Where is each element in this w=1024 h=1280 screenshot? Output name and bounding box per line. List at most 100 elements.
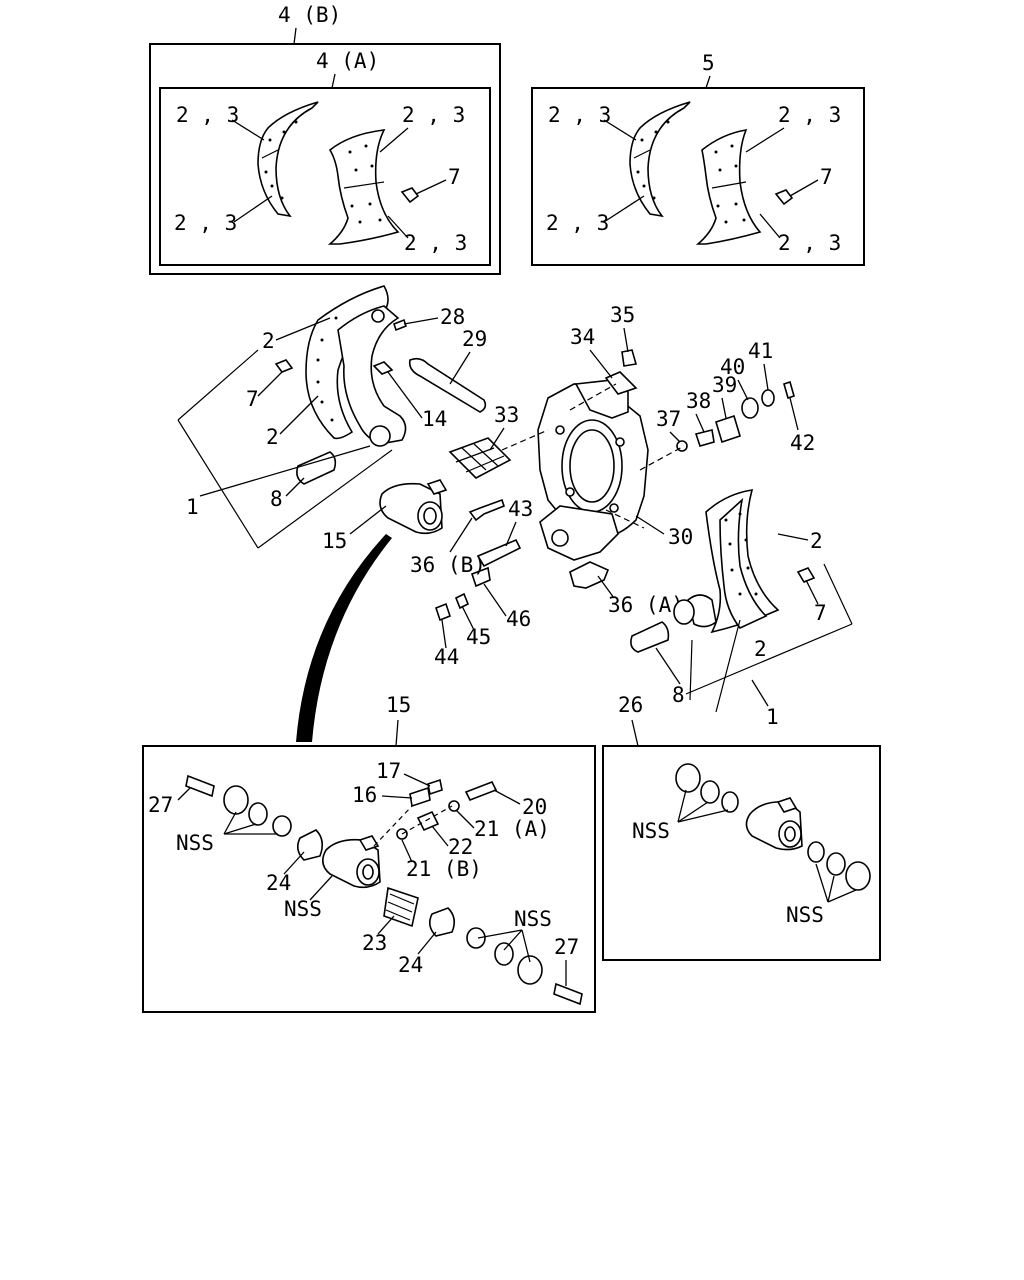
callout-right-2a: 2: [810, 529, 823, 553]
d-callout-23: 23: [362, 931, 387, 955]
piston-24-right: [428, 907, 456, 937]
brake-lining-left: [257, 101, 319, 218]
det26-cup-left: [700, 780, 720, 804]
cylinder-body: [322, 835, 381, 889]
right-brake-shoe: [673, 489, 780, 634]
anchor-pin-29: [408, 357, 487, 413]
bushing-8-icon: [296, 451, 337, 485]
kit-5-frame: [531, 87, 865, 266]
brake-lining-right: [327, 129, 400, 245]
callout-15: 15: [322, 529, 347, 553]
det26-cylinder: [745, 797, 803, 851]
pin-27-top: [185, 774, 215, 798]
bolt-36a: [569, 561, 610, 589]
seal-right-icon: [466, 927, 486, 949]
det26-boot-left: [675, 763, 701, 793]
plate-33: [448, 437, 512, 479]
callout-1: 1: [186, 495, 199, 519]
pin-42: [783, 380, 795, 400]
right-bushing-8: [630, 621, 670, 653]
cup-right-icon: [494, 942, 514, 966]
left-brake-shoe: [305, 285, 407, 447]
callout-34: 34: [570, 325, 595, 349]
kit5-lining-left: [629, 101, 691, 218]
bracket-46: [470, 566, 491, 588]
d-callout-27a: 27: [148, 793, 173, 817]
kit-4a-frame: [159, 87, 491, 266]
bolt-44: [435, 602, 451, 622]
det26-seal-right: [807, 841, 825, 863]
k5-callout-tr: 2 , 3: [778, 103, 841, 127]
callout-33: 33: [494, 403, 519, 427]
backing-plate-30: [537, 379, 649, 561]
callout-42: 42: [790, 431, 815, 455]
pin-27-bottom: [553, 982, 583, 1006]
k5-callout-7: 7: [820, 165, 833, 189]
cap-17: [427, 778, 443, 796]
detail-15-frame: [142, 745, 596, 1013]
callout-45: 45: [466, 625, 491, 649]
kit-4b-label: 4 (B): [278, 3, 341, 27]
callout-40: 40: [720, 355, 745, 379]
k4-callout-br: 2 , 3: [404, 231, 467, 255]
callout-36b: 36 (B): [410, 553, 486, 577]
k4-callout-tl: 2 , 3: [176, 103, 239, 127]
kit-4a-label: 4 (A): [316, 49, 379, 73]
d-callout-22: 22: [448, 835, 473, 859]
callout-2a: 2: [262, 329, 275, 353]
rivet-icon: [400, 187, 420, 204]
washer-21a: [448, 800, 460, 812]
detail-26-group: 26 NSS NSS: [602, 693, 881, 961]
bracket-34: [604, 371, 638, 395]
d-callout-24a: 24: [266, 871, 291, 895]
kit-4b-group: 4 (B) 4 (A) 2 , 3 2 , 3 2 , 3 2 , 3 7: [149, 3, 501, 275]
d-callout-24b: 24: [398, 953, 423, 977]
callout-14: 14: [422, 407, 447, 431]
callout-35: 35: [610, 303, 635, 327]
callout-29: 29: [462, 327, 487, 351]
det26-seal-left: [721, 791, 739, 813]
bolt-36b: [468, 498, 505, 522]
callout-39: 39: [712, 373, 737, 397]
callout-28: 28: [440, 305, 465, 329]
rivet-7-icon: [274, 359, 294, 373]
sleeve-39: [715, 414, 741, 444]
boot-right-icon: [517, 955, 543, 985]
d-callout-21a: 21 (A): [474, 817, 550, 841]
callout-36a: 36 (A): [608, 593, 684, 617]
kit-4b-frame: [149, 43, 501, 275]
e-callout-nss-b: NSS: [786, 903, 824, 927]
connector-22: [416, 810, 440, 832]
d-callout-16: 16: [352, 783, 377, 807]
detail-connector: [296, 534, 392, 742]
d-callout-27b: 27: [554, 935, 579, 959]
d-callout-nss-b: NSS: [284, 897, 322, 921]
d-callout-nss-a: NSS: [176, 831, 214, 855]
callout-37: 37: [656, 407, 681, 431]
callout-7: 7: [246, 387, 259, 411]
callout-46: 46: [506, 607, 531, 631]
bolt-35: [621, 349, 638, 367]
washer-45: [454, 592, 470, 610]
bolt-20: [464, 780, 498, 802]
callout-8: 8: [270, 487, 283, 511]
callout-right-1: 1: [766, 705, 779, 729]
callout-38: 38: [686, 389, 711, 413]
d-callout-nss-c: NSS: [514, 907, 552, 931]
d-callout-17: 17: [376, 759, 401, 783]
pin-14-icon: [372, 361, 394, 375]
k5-callout-bl: 2 , 3: [546, 211, 609, 235]
callout-41: 41: [748, 339, 773, 363]
det26-boot-right: [845, 861, 871, 891]
kit5-lining-right: [695, 128, 762, 245]
boot-icon: [223, 785, 249, 815]
callout-right-7: 7: [814, 601, 827, 625]
detail-15-group: 15 27 NSS 17 16: [142, 693, 596, 1013]
pin-28-icon: [393, 318, 407, 332]
callout-2b: 2: [266, 425, 279, 449]
nut-41: [761, 389, 775, 407]
wheel-cylinder-15: [379, 479, 448, 535]
d-callout-21b: 21 (B): [406, 857, 482, 881]
kit-5-group: 5 2 , 3 2 , 3 2 , 3 2 , 3 7: [531, 51, 865, 266]
